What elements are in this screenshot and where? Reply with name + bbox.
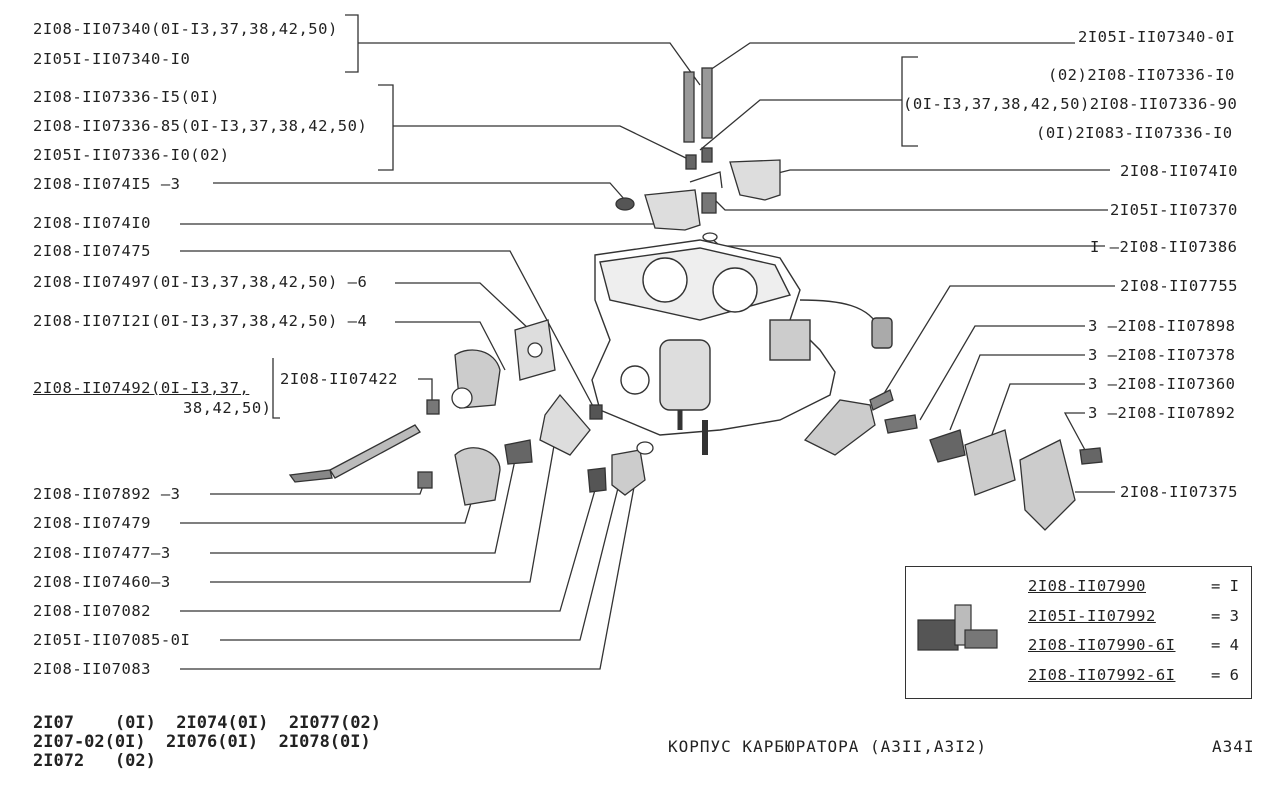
part-label: 2I08-II07460—3 [33, 573, 171, 591]
part-label: 2I08-II074I5 —3 [33, 175, 181, 193]
part-label: I —2I08-II07386 [1090, 238, 1238, 256]
part-label: 2I08-II07082 [33, 602, 151, 620]
part-label: 3 —2I08-II07378 [1088, 346, 1236, 364]
part-label: 2I08-II07497(0I-I3,37,38,42,50) —6 [33, 273, 368, 291]
part-label: 3 —2I08-II07898 [1088, 317, 1236, 335]
kit-qty: = I [1211, 577, 1239, 595]
kit-code: 2I08-II07992-6I [1028, 666, 1176, 684]
part-label: 2I05I-II07340-0I [1078, 28, 1236, 46]
assembly-label: 2I08-II07492(0I-I3,37, [33, 379, 250, 397]
part-label: (0I-I3,37,38,42,50)2I08-II07336-90 [903, 95, 1238, 113]
part-label: 2I05I-II07336-I0(02) [33, 146, 230, 164]
part-label: 2I08-II074I0 [33, 214, 151, 232]
part-label: 2I08-II07336-I5(0I) [33, 88, 220, 106]
repair-kit-table: 2I08-II07990 = I 2I05I-II07992 = 3 2I08-… [905, 566, 1252, 699]
assembly-label-cont: 38,42,50) [183, 399, 272, 417]
page-title: КОРПУС КАРБЮРАТОРА (А3II,А3I2) [668, 737, 987, 756]
part-label: 2I05I-II07340-I0 [33, 50, 191, 68]
applicability-list: 2I07 (0I) 2I074(0I) 2I077(02) 2I07-02(0I… [33, 713, 381, 771]
part-label: 2I08-II07340(0I-I3,37,38,42,50) [33, 20, 338, 38]
part-label: (02)2I08-II07336-I0 [1048, 66, 1235, 84]
part-label: 2I08-II07892 —3 [33, 485, 181, 503]
part-label: 3 —2I08-II07360 [1088, 375, 1236, 393]
part-label: 2I08-II07475 [33, 242, 151, 260]
sub-part-label: 2I08-II07422 [280, 370, 398, 388]
part-label: 2I08-II07083 [33, 660, 151, 678]
kit-qty: = 6 [1211, 666, 1239, 684]
part-label: 2I08-II07375 [1120, 483, 1238, 501]
part-label: 2I05I-II07370 [1110, 201, 1238, 219]
part-label: 2I08-II07336-85(0I-I3,37,38,42,50) [33, 117, 368, 135]
kit-qty: = 4 [1211, 636, 1239, 654]
carburetor-body [591, 239, 893, 455]
part-label: 2I08-II074I0 [1120, 162, 1238, 180]
repair-kit-icon [917, 604, 998, 651]
part-label: 2I08-II07755 [1120, 277, 1238, 295]
part-label: 2I05I-II07085-0I [33, 631, 191, 649]
part-label: 2I08-II07I2I(0I-I3,37,38,42,50) —4 [33, 312, 368, 330]
page-number: А34I [1212, 737, 1255, 756]
part-label: 2I08-II07477—3 [33, 544, 171, 562]
part-label: 3 —2I08-II07892 [1088, 404, 1236, 422]
kit-qty: = 3 [1211, 607, 1239, 625]
kit-code: 2I08-II07990 [1028, 577, 1146, 595]
part-label: (0I)2I083-II07336-I0 [1036, 124, 1233, 142]
part-label: 2I08-II07479 [33, 514, 151, 532]
parts [288, 67, 1103, 531]
kit-code: 2I08-II07990-6I [1028, 636, 1176, 654]
kit-code: 2I05I-II07992 [1028, 607, 1156, 625]
